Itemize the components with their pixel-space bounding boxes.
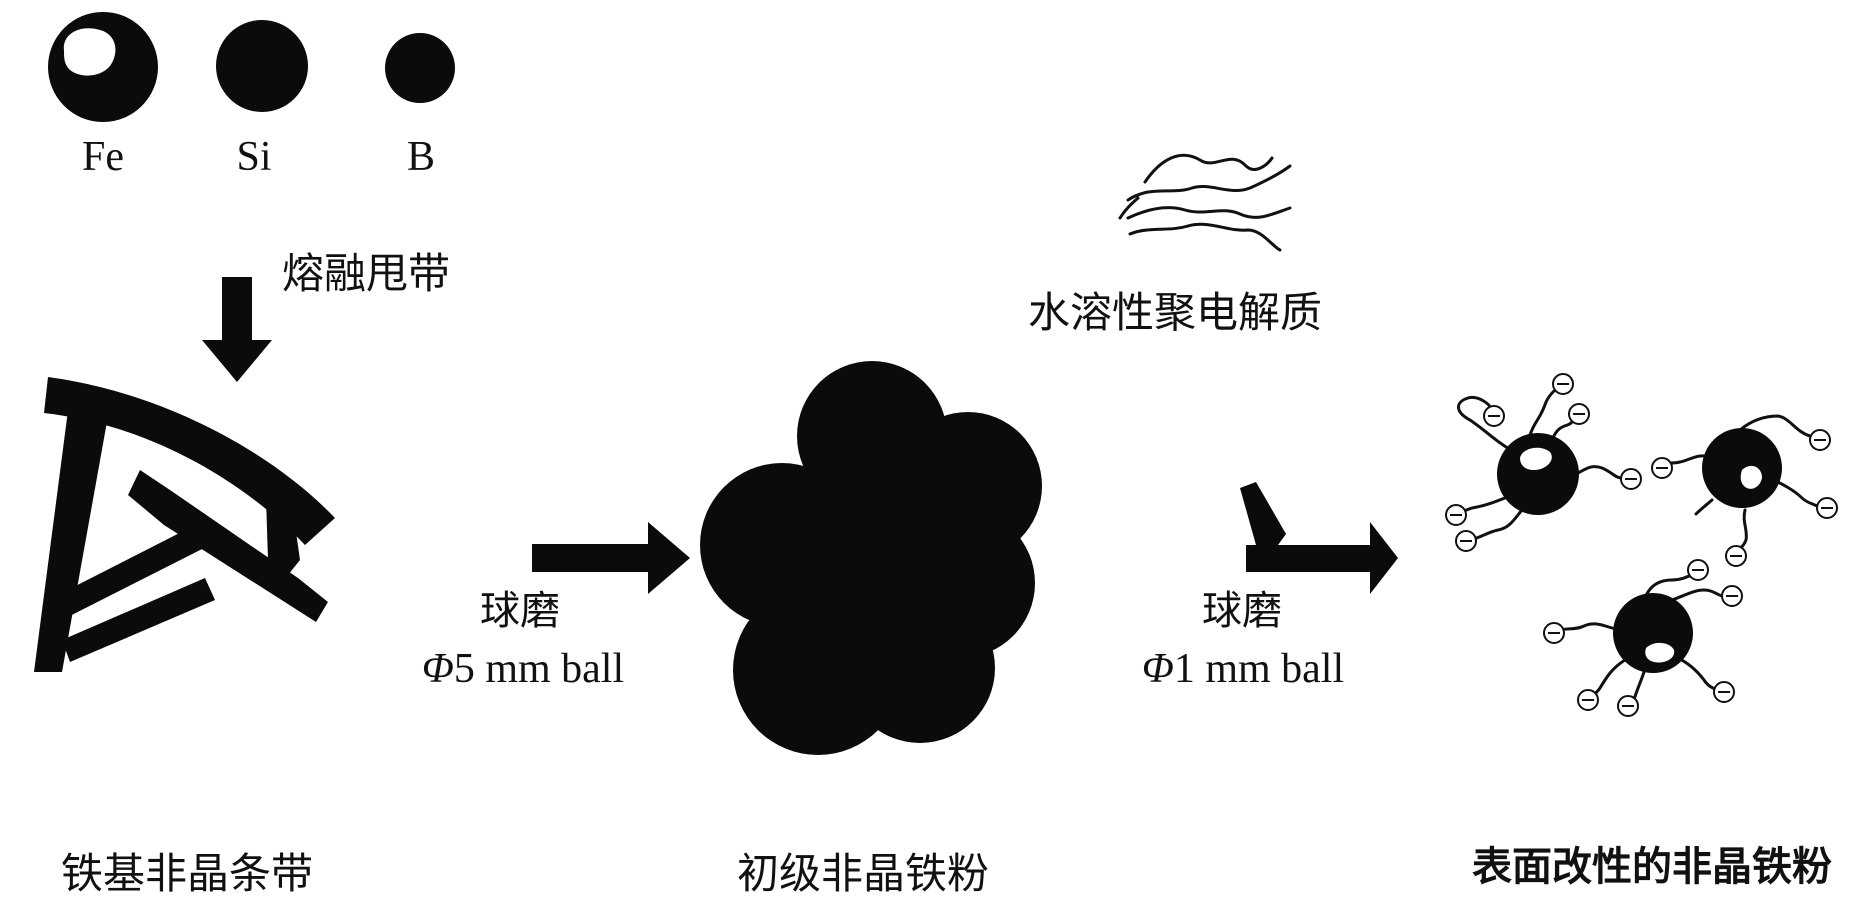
modified-powder-label: 表面改性的非晶铁粉 [1472, 844, 1832, 890]
polyelectrolyte-label: 水溶性聚电解质 [1028, 288, 1322, 337]
polyelectrolyte-icon [1118, 153, 1292, 252]
primary-powder-label: 初级非晶铁粉 [737, 849, 989, 898]
si-sphere-icon [216, 20, 308, 112]
b-label: B [407, 134, 435, 180]
amorphous-ribbon-icon [34, 377, 335, 672]
b-sphere-icon [385, 33, 455, 103]
modified-particle-icon [1651, 414, 1838, 567]
ribbon-label: 铁基非晶条带 [61, 849, 313, 898]
modified-particle-icon [1445, 373, 1642, 552]
right-arrow-icon [532, 522, 690, 594]
down-arrow-icon [202, 277, 272, 382]
ball-size-2-label: Φ1 mm ball [1142, 646, 1344, 692]
fe-sphere-icon [48, 12, 158, 122]
melt-spinning-label: 熔融甩带 [282, 249, 450, 298]
ball-size-1-label: Φ5 mm ball [422, 646, 624, 692]
ball-mill-1-label: 球磨 [480, 588, 560, 634]
fe-label: Fe [82, 134, 124, 180]
ball-mill-2-label: 球磨 [1202, 588, 1282, 634]
merge-arrow-icon [1240, 482, 1398, 594]
si-label: Si [236, 134, 271, 180]
powder-cluster-icon [700, 361, 1042, 755]
modified-particle-icon [1543, 559, 1743, 717]
